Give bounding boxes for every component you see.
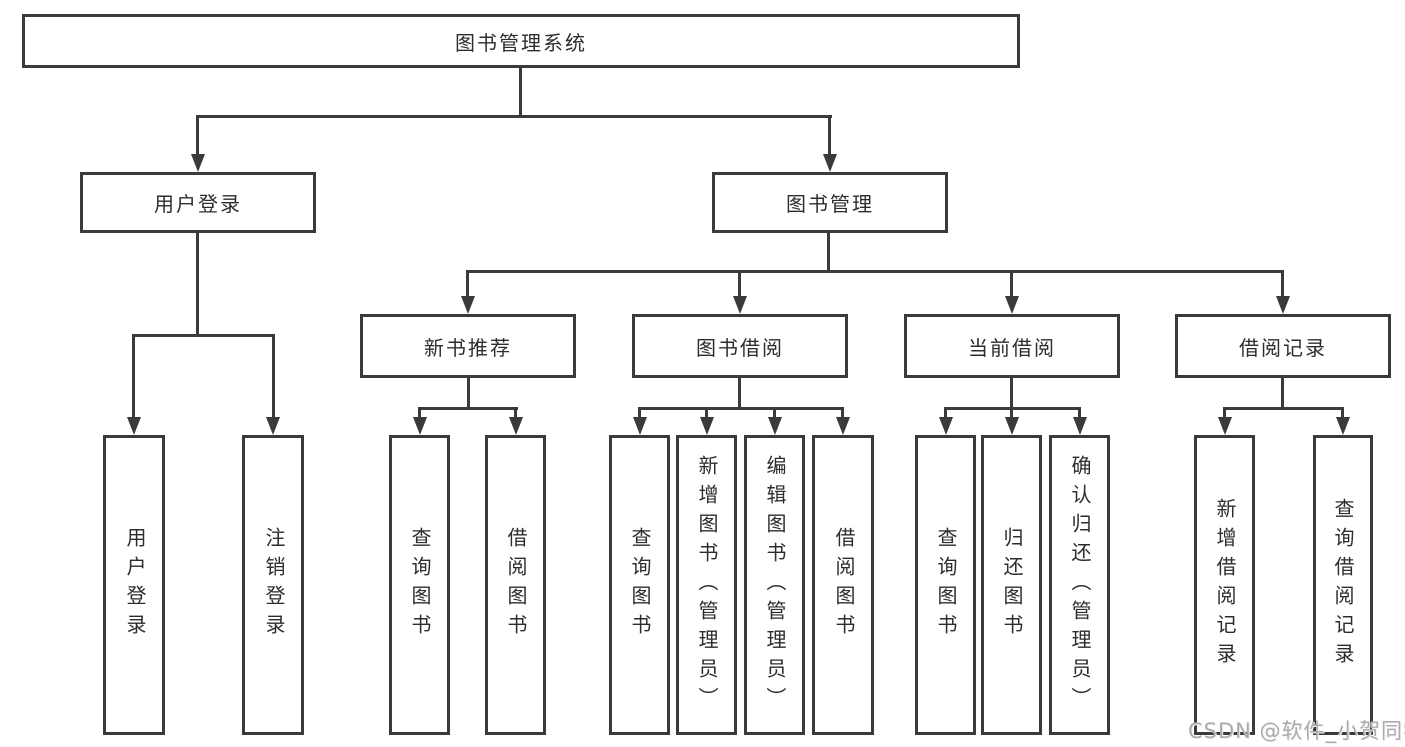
- leaf-user-login: 用户登录: [103, 435, 165, 735]
- leaf-return-books: 归还图书: [981, 435, 1042, 735]
- arrow-down-icon: [127, 417, 141, 435]
- arrow-down-icon: [1218, 417, 1232, 435]
- connector-line: [841, 407, 844, 420]
- connector-line: [1010, 270, 1013, 298]
- arrow-down-icon: [633, 417, 647, 435]
- connector-line: [466, 270, 1284, 273]
- connector-line: [132, 334, 275, 337]
- arrow-down-icon: [733, 296, 747, 314]
- node-user-login: 用户登录: [80, 172, 316, 233]
- connector-line: [1341, 407, 1344, 420]
- node-book-management: 图书管理: [712, 172, 948, 233]
- arrow-down-icon: [1005, 296, 1019, 314]
- leaf-query-books-current: 查询图书: [915, 435, 976, 735]
- connector-line: [196, 232, 199, 336]
- node-borrowing-records: 借阅记录: [1175, 314, 1391, 378]
- connector-line: [132, 334, 135, 420]
- node-new-book-recommendation: 新书推荐: [360, 314, 576, 378]
- leaf-query-borrow-record: 查询借阅记录: [1313, 435, 1373, 735]
- connector-line: [944, 407, 947, 420]
- connector-line: [418, 407, 421, 420]
- leaf-confirm-return-admin: 确认归还（管理员）: [1049, 435, 1110, 735]
- arrow-down-icon: [836, 417, 850, 435]
- connector-line: [638, 407, 641, 420]
- connector-line: [828, 115, 831, 157]
- arrow-down-icon: [413, 417, 427, 435]
- connector-line: [418, 407, 518, 410]
- connector-line: [1078, 407, 1081, 420]
- connector-line: [638, 407, 844, 410]
- connector-line: [466, 270, 469, 298]
- arrow-down-icon: [1336, 417, 1350, 435]
- connector-line: [467, 377, 470, 410]
- connector-line: [519, 67, 522, 118]
- connector-line: [1281, 270, 1284, 298]
- leaf-add-borrow-record: 新增借阅记录: [1194, 435, 1255, 735]
- node-book-borrowing: 图书借阅: [632, 314, 848, 378]
- connector-line: [1010, 407, 1013, 420]
- arrow-down-icon: [509, 417, 523, 435]
- connector-line: [196, 115, 199, 157]
- connector-line: [514, 407, 517, 420]
- arrow-down-icon: [191, 154, 205, 172]
- leaf-borrow-books: 借阅图书: [812, 435, 874, 735]
- arrow-down-icon: [1005, 417, 1019, 435]
- connector-line: [272, 334, 275, 420]
- arrow-down-icon: [823, 154, 837, 172]
- connector-line: [738, 377, 741, 410]
- connector-line: [1223, 407, 1344, 410]
- watermark-csdn: CSDN @软件_小贺同学: [1188, 719, 1405, 743]
- node-current-borrowing: 当前借阅: [904, 314, 1120, 378]
- leaf-query-books-borrow: 查询图书: [609, 435, 670, 735]
- connector-line: [1281, 377, 1284, 410]
- connector-line: [197, 115, 832, 118]
- node-library-system: 图书管理系统: [22, 14, 1020, 68]
- connector-line: [773, 407, 776, 420]
- connector-line: [1223, 407, 1226, 420]
- arrow-down-icon: [700, 417, 714, 435]
- leaf-logout: 注销登录: [242, 435, 304, 735]
- arrow-down-icon: [1073, 417, 1087, 435]
- leaf-borrow-books-recommend: 借阅图书: [485, 435, 546, 735]
- leaf-query-books-recommend: 查询图书: [389, 435, 450, 735]
- leaf-edit-books-admin: 编辑图书（管理员）: [744, 435, 805, 735]
- connector-line: [705, 407, 708, 420]
- connector-line: [827, 232, 830, 272]
- arrow-down-icon: [939, 417, 953, 435]
- arrow-down-icon: [266, 417, 280, 435]
- arrow-down-icon: [1276, 296, 1290, 314]
- connector-line: [1010, 377, 1013, 410]
- leaf-add-books-admin: 新增图书（管理员）: [676, 435, 737, 735]
- connector-line: [738, 270, 741, 298]
- arrow-down-icon: [461, 296, 475, 314]
- arrow-down-icon: [768, 417, 782, 435]
